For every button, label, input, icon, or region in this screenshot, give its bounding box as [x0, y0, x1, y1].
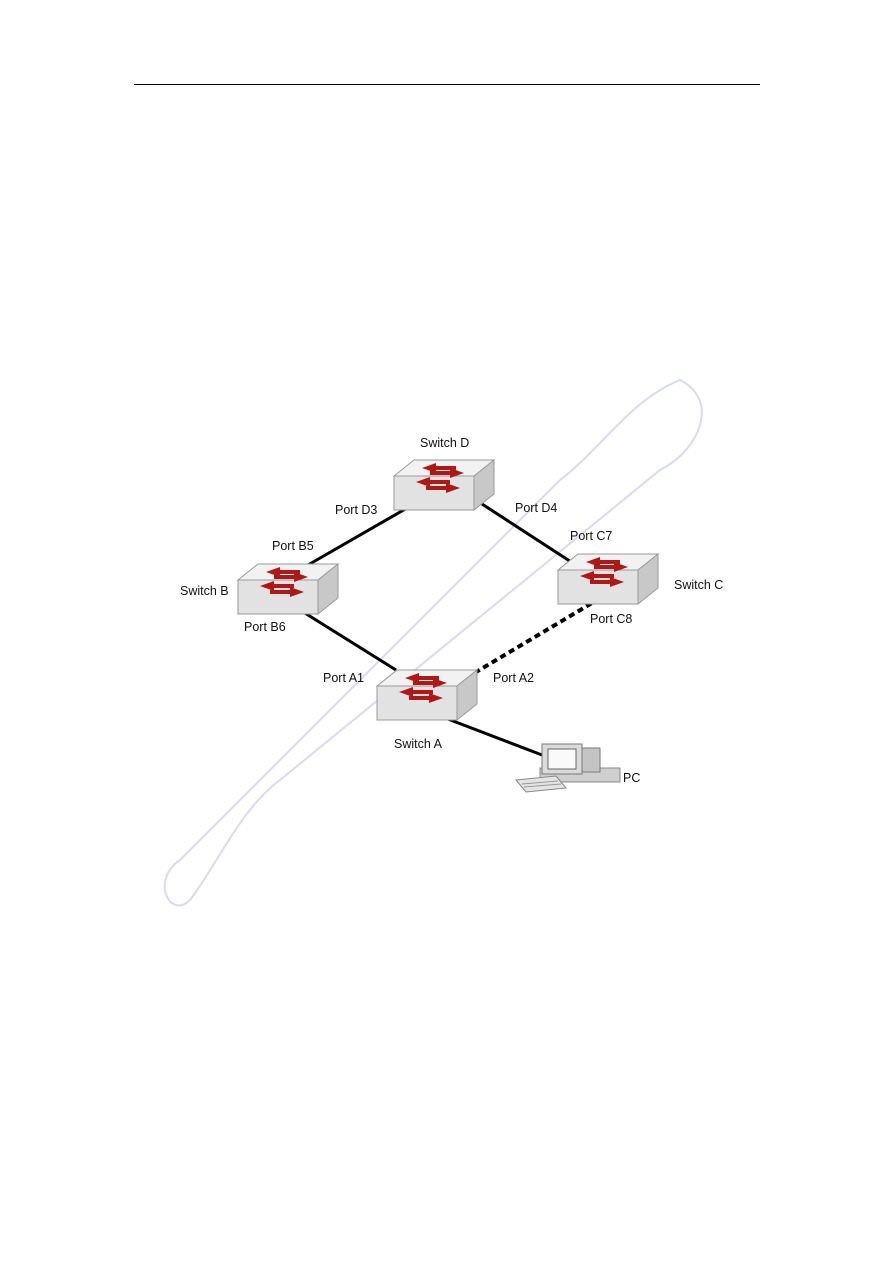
- link-b6-a1: [299, 608, 397, 672]
- port-c7-label: Port C7: [570, 529, 612, 543]
- switch-c-icon: [557, 553, 659, 605]
- port-b5-label: Port B5: [272, 539, 314, 553]
- switch-c-label: Switch C: [674, 578, 723, 592]
- switch-d-icon: [393, 459, 495, 511]
- pc-icon: [515, 743, 621, 793]
- port-d3-label: Port D3: [335, 503, 377, 517]
- link-d3-b5: [307, 502, 415, 567]
- switch-b-icon: [237, 563, 339, 615]
- port-c8-label: Port C8: [590, 612, 632, 626]
- port-d4-label: Port D4: [515, 501, 557, 515]
- pc-label: PC: [623, 771, 640, 785]
- port-b6-label: Port B6: [244, 620, 286, 634]
- switch-b-label: Switch B: [180, 584, 229, 598]
- switch-a-label: Switch A: [394, 737, 443, 751]
- switch-d-label: Switch D: [420, 436, 469, 450]
- header-rule: [134, 84, 760, 85]
- switch-a-icon: [376, 669, 478, 721]
- port-a1-label: Port A1: [323, 671, 364, 685]
- link-a2-c8: [464, 601, 594, 680]
- link-a-pc: [439, 714, 543, 757]
- link-d4-c7: [481, 502, 583, 571]
- port-a2-label: Port A2: [493, 671, 534, 685]
